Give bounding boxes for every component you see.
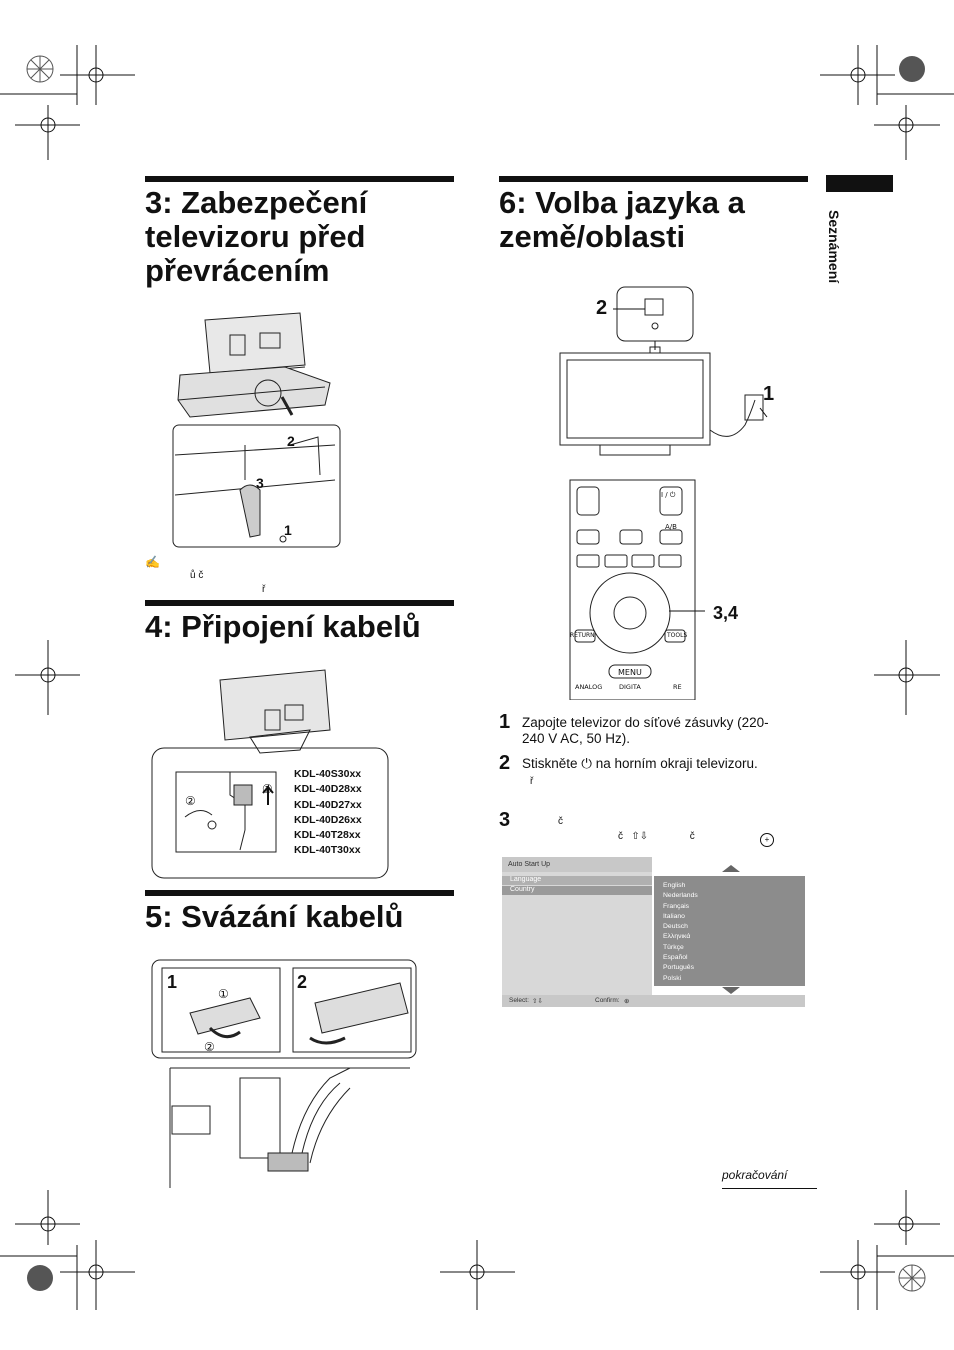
- section-5-rule: [145, 890, 454, 896]
- model-item: KDL-40D28xx: [294, 783, 362, 796]
- step-3-sub: č ⇧⇩ č: [618, 831, 695, 842]
- tv-stand-illustration: 2 3 1: [172, 312, 341, 548]
- osd-footer: Select: ⇧⇩ Confirm: ⊕: [502, 995, 805, 1007]
- step-1-text: Zapojte televizor do síťové zásuvky (220…: [522, 715, 769, 746]
- side-tab-bar: [826, 175, 893, 192]
- step-3-text: č: [558, 816, 563, 827]
- continued-label: pokračování: [722, 1168, 788, 1182]
- step-2-sub: ř: [530, 776, 534, 787]
- osd-select-label: Select:: [509, 997, 529, 1004]
- language-option[interactable]: Français: [663, 902, 690, 910]
- model-item: KDL-40S30xx: [294, 768, 362, 780]
- language-option[interactable]: Português: [663, 964, 694, 972]
- s4-circle-1: ①: [262, 782, 273, 796]
- language-option[interactable]: Español: [663, 954, 688, 962]
- cable-connection-illustration: ① ②: [151, 669, 389, 879]
- s3-callout-1: 1: [284, 522, 292, 538]
- callout-2: 2: [596, 297, 608, 319]
- step-3-number: 3: [499, 809, 511, 831]
- section-4-rule: [145, 600, 454, 606]
- osd-menu-item-language[interactable]: Language: [502, 876, 652, 885]
- remote-analog-label: ANALOG: [575, 683, 602, 691]
- section-6-title: 6: Volba jazyka a země/oblasti: [499, 185, 745, 254]
- model-item: KDL-40T30xx: [294, 844, 361, 857]
- confirm-icon: ⊕: [624, 998, 630, 1005]
- language-option[interactable]: English: [663, 882, 686, 889]
- continued-rule: [722, 1188, 817, 1189]
- language-option[interactable]: Türkçe: [663, 943, 684, 951]
- remote-tools-label: TOOLS: [666, 632, 687, 639]
- remote-digital-label: DIGITA: [619, 683, 641, 691]
- language-option[interactable]: Polski: [663, 974, 682, 982]
- language-option[interactable]: Deutsch: [663, 923, 688, 931]
- step-2-number: 2: [499, 752, 511, 774]
- select-arrows-icon: ⇧⇩: [532, 998, 543, 1005]
- callout-1: 1: [763, 383, 775, 405]
- s5-circle-2: ②: [204, 1040, 215, 1054]
- section-4-title: 4: Připojení kabelů: [145, 609, 421, 644]
- s5-panel-2: 2: [297, 972, 307, 992]
- osd-title: Auto Start Up: [508, 861, 551, 868]
- s3-callout-2: 2: [287, 433, 295, 449]
- language-option[interactable]: Ελληνικά: [663, 933, 691, 941]
- model-item: KDL-40D27xx: [294, 798, 362, 811]
- language-list: English Nederlands Français Italiano Deu…: [654, 876, 805, 986]
- s5-circle-1: ①: [218, 987, 229, 1001]
- scroll-up-icon[interactable]: [722, 865, 740, 873]
- s3-note-line1: ů č: [190, 570, 204, 581]
- s4-circle-2: ②: [185, 794, 196, 808]
- s3-callout-3: 3: [256, 475, 264, 491]
- side-tab-label: Seznámení: [826, 210, 842, 284]
- language-option[interactable]: Italiano: [663, 912, 685, 920]
- step-1-number: 1: [499, 711, 511, 733]
- remote-return-label: RETURN: [570, 632, 595, 639]
- remote-power-label: I / ⏻: [661, 491, 676, 499]
- s5-panel-1: 1: [167, 972, 177, 992]
- remote-ab-label: A/B: [665, 523, 677, 531]
- side-tab: Seznámení: [822, 210, 852, 300]
- tv-power-illustration: [559, 286, 768, 456]
- language-option[interactable]: Nederlands: [663, 892, 698, 900]
- osd-title-bar: Auto Start Up: [502, 857, 652, 872]
- model-item: KDL-40T28xx: [294, 829, 361, 842]
- model-item: KDL-40D26xx: [294, 813, 362, 826]
- section-5-title: 5: Svázání kabelů: [145, 899, 404, 934]
- enter-button-icon: +: [760, 833, 774, 847]
- s3-note-line2: ř: [262, 584, 266, 595]
- section-3-title: 3: Zabezpečení televizoru před převrácen…: [145, 185, 368, 288]
- section-3-rule: [145, 176, 454, 182]
- callout-3-4: 3,4: [713, 603, 739, 623]
- scroll-down-icon[interactable]: [722, 987, 740, 995]
- remote-re-label: RE: [673, 683, 682, 691]
- note-icon: ✍: [145, 555, 160, 569]
- remote-menu-label: MENU: [618, 668, 642, 677]
- step-2-text: Stiskněte ⏻ na horním okraji televizoru.: [522, 756, 758, 771]
- model-list: KDL-40S30xx KDL-40D28xx KDL-40D27xx KDL-…: [294, 767, 362, 859]
- osd-confirm-label: Confirm:: [595, 997, 620, 1004]
- section-6-rule: [499, 176, 808, 182]
- remote-control-illustration: I / ⏻ A/B RETURN TOOLS MENU ANALOG DIGIT…: [569, 479, 705, 700]
- cable-tie-illustration: 1 2 ① ②: [151, 959, 417, 1188]
- osd-menu-item-country[interactable]: Country: [502, 886, 652, 895]
